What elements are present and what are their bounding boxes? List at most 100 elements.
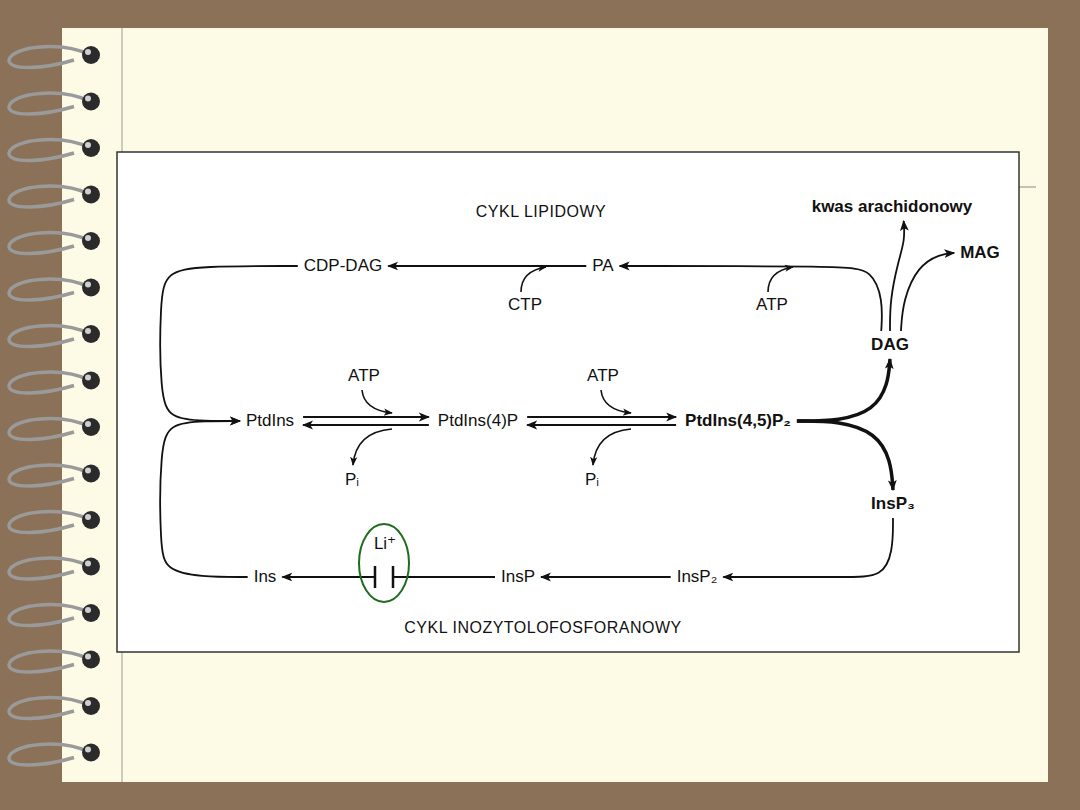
- spiral-ring: [9, 651, 90, 672]
- compound-node: PtdIns(4,5)P₂: [682, 410, 794, 432]
- reverse-arrow: [527, 424, 676, 426]
- label-text: Pᵢ: [345, 470, 359, 490]
- spiral-ring: [9, 512, 90, 533]
- ring-hole: [82, 558, 100, 576]
- ring-highlight: [85, 654, 91, 660]
- decor-line: [1019, 186, 1036, 188]
- arrow-path: [723, 518, 893, 577]
- label-text: Li⁺: [374, 534, 396, 554]
- ring-highlight: [85, 96, 91, 102]
- ring-highlight: [85, 700, 91, 706]
- spiral-ring: [9, 605, 90, 626]
- ring-hole: [82, 232, 100, 250]
- compound-node: InsP₃: [868, 493, 918, 515]
- inhibition-bar: [374, 566, 377, 588]
- ring-highlight: [85, 189, 91, 195]
- cofactor-arrow: [768, 267, 793, 292]
- reaction-arrow: [797, 421, 893, 490]
- ring-hole: [82, 418, 100, 436]
- ring-hole: [82, 279, 100, 297]
- compound-node: InsP₂: [674, 566, 721, 588]
- annotation-label: ATP: [753, 294, 791, 316]
- cofactor-arrow: [593, 429, 631, 465]
- spiral-ring: [9, 279, 90, 300]
- compound-name: InsP₂: [677, 567, 718, 587]
- spiral-ring: [9, 140, 90, 161]
- annotation-label: Pᵢ: [582, 469, 602, 491]
- compound-node: MAG: [957, 242, 1003, 264]
- ring-highlight: [85, 375, 91, 381]
- arrow-path: [160, 421, 247, 577]
- ring-hole: [82, 325, 100, 343]
- highlight-ellipse: [359, 524, 409, 602]
- spiral-ring: [9, 558, 90, 579]
- cofactor-arrow: [362, 390, 392, 413]
- spiral-ring: [9, 698, 90, 719]
- compound-name: InsP₃: [871, 494, 915, 514]
- reaction-arrow: [797, 359, 890, 421]
- label-text: CYKL INOZYTOLOFOSFORANOWY: [404, 618, 681, 638]
- annotation-label: CYKL LIPIDOWY: [473, 201, 609, 223]
- reaction-arrow: [388, 266, 586, 267]
- arrow-path: [797, 359, 890, 421]
- compound-name: PtdIns: [246, 411, 294, 431]
- compound-node: kwas arachidonowy: [809, 196, 976, 218]
- compound-node: PA: [589, 255, 616, 277]
- spiral-ring: [9, 233, 90, 254]
- ring-highlight: [85, 49, 91, 55]
- reaction-arrow: [527, 417, 676, 425]
- spiral-ring: [9, 186, 90, 207]
- arrow-path: [388, 265, 586, 267]
- spiral-ring: [9, 326, 90, 347]
- compound-node: InsP: [498, 566, 538, 588]
- cofactor-arrow: [353, 429, 392, 465]
- ring-hole: [82, 139, 100, 157]
- annotation-label: CYKL INOZYTOLOFOSFORANOWY: [401, 617, 684, 639]
- compound-node: DAG: [868, 334, 912, 356]
- cofactor-arrow: [601, 390, 631, 413]
- compound-name: InsP: [501, 567, 535, 587]
- ring-hole: [82, 604, 100, 622]
- ring-hole: [82, 511, 100, 529]
- compound-name: Ins: [254, 567, 277, 587]
- ring-hole: [82, 186, 100, 204]
- inhibition-bar: [392, 566, 395, 588]
- annotation-label: ATP: [584, 365, 622, 387]
- reaction-arrow: [723, 518, 893, 577]
- compound-node: PtdIns(4)P: [435, 410, 521, 432]
- ring-highlight: [85, 607, 91, 613]
- spiral-ring: [9, 93, 90, 114]
- ring-hole: [82, 697, 100, 715]
- cofactor-arrow: [521, 267, 546, 292]
- compound-name: PtdIns(4,5)P₂: [685, 411, 791, 431]
- annotation-label: Pᵢ: [342, 469, 362, 491]
- spiral-ring: [9, 419, 90, 440]
- ring-highlight: [85, 282, 91, 288]
- spiral-ring: [9, 372, 90, 393]
- ring-highlight: [85, 561, 91, 567]
- ring-hole: [82, 372, 100, 390]
- reaction-arrow: [160, 421, 247, 577]
- arrow-path: [541, 576, 671, 578]
- reaction-arrow: [160, 266, 297, 421]
- ring-highlight: [85, 514, 91, 520]
- compound-node: Ins: [251, 566, 280, 588]
- label-text: ATP: [587, 366, 619, 386]
- spiral-ring: [9, 465, 90, 486]
- compound-name: MAG: [960, 243, 1000, 263]
- compound-name: kwas arachidonowy: [812, 197, 973, 217]
- reaction-arrow: [901, 253, 954, 331]
- inhibition-gap: [376, 570, 392, 584]
- notebook-page: [62, 28, 1048, 782]
- spiral-binding: [9, 46, 100, 765]
- ring-highlight: [85, 421, 91, 427]
- ring-highlight: [85, 468, 91, 474]
- annotation-label: ATP: [345, 365, 383, 387]
- ring-highlight: [85, 747, 91, 753]
- ring-highlight: [85, 142, 91, 148]
- label-text: ATP: [756, 295, 788, 315]
